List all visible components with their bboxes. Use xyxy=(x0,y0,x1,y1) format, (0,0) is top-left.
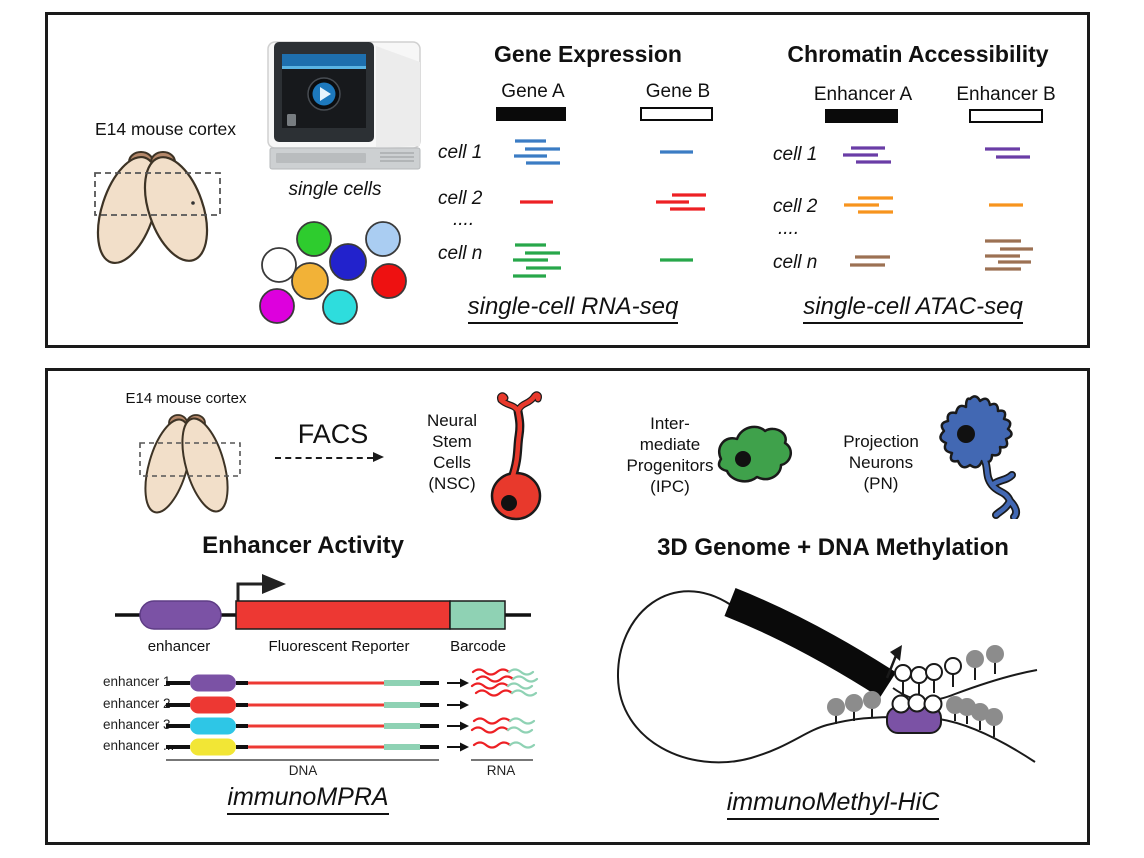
sample-label-top: E14 mouse cortex xyxy=(94,119,237,139)
unmethylated-cpg-on-enhancer xyxy=(891,693,943,714)
rna-seq-method-label: single-cell RNA-seq xyxy=(453,293,693,324)
unmethylated-cpg-icons xyxy=(894,657,962,684)
construct-barcode-label: Barcode xyxy=(450,638,506,655)
mpra-library-diagram xyxy=(166,668,539,761)
atac-rowdots-label: .... xyxy=(778,218,800,239)
mpra-method-label: immunoMPRA xyxy=(203,783,413,815)
rna-row1-label: cell 1 xyxy=(438,142,483,163)
chromatin-title: Chromatin Accessibility xyxy=(787,41,1049,67)
enhancer-a-label: Enhancer A xyxy=(813,84,913,105)
enhancer-a-bar xyxy=(825,109,898,123)
cell1-atac-reads xyxy=(843,146,1030,164)
cell2-reads xyxy=(520,193,706,211)
atac-rown-label: cell n xyxy=(773,252,818,273)
play-icon xyxy=(320,87,331,101)
single-cell-instrument-icon xyxy=(267,41,421,170)
gene-a-bar xyxy=(496,107,566,121)
barcode-box xyxy=(449,600,506,630)
tss-arrow-icon xyxy=(262,574,286,594)
methyl-hic-method-label: immunoMethyl-HiC xyxy=(688,788,978,820)
atac-row2-label: cell 2 xyxy=(773,196,818,217)
facs-arrow xyxy=(275,452,385,464)
reporter-box xyxy=(235,600,451,630)
mpra-row2-label: enhancer 2 xyxy=(103,696,171,711)
dissection-region-box xyxy=(139,442,241,477)
gene-a-label: Gene A xyxy=(501,81,565,102)
enhancer1-pill xyxy=(190,674,236,692)
hemisphere-right xyxy=(143,156,209,262)
enhancer-pill xyxy=(139,600,222,630)
celln-reads xyxy=(513,243,693,278)
reporter-construct-diagram xyxy=(115,574,531,630)
mpra-row1-label: enhancer 1 xyxy=(103,674,171,689)
enhancer-b-label: Enhancer B xyxy=(956,84,1056,105)
dna-label: DNA xyxy=(288,763,318,778)
mpra-row3-label: enhancer 3 xyxy=(103,717,171,732)
nsc-cell-icon xyxy=(490,391,542,521)
facs-label: FACS xyxy=(297,419,369,449)
loop-lower-strand xyxy=(616,590,1036,764)
celln-atac-reads xyxy=(850,239,1033,271)
rna-rown-label: cell n xyxy=(438,243,483,264)
nucleus xyxy=(957,425,975,443)
nucleus xyxy=(735,451,751,467)
brain-illustration-small xyxy=(139,414,241,514)
rna-row2-label: cell 2 xyxy=(438,188,483,209)
rna-waves-teal xyxy=(506,668,539,749)
nucleus xyxy=(501,495,517,511)
construct-enhancer-label: enhancer xyxy=(147,638,211,655)
cell1-reads xyxy=(514,139,693,165)
gene-body-bar xyxy=(724,588,897,698)
sample-label-bottom: E14 mouse cortex xyxy=(125,390,247,407)
chromatin-loop-diagram xyxy=(616,588,1038,764)
rna-waves-red xyxy=(470,668,515,749)
construct-reporter-label: Fluorescent Reporter xyxy=(268,638,410,655)
brain-illustration xyxy=(94,151,221,265)
single-cells-icon xyxy=(259,221,407,325)
dissection-region-box xyxy=(94,172,221,216)
enhancer2-pill xyxy=(190,696,236,714)
atac-row1-label: cell 1 xyxy=(773,144,818,165)
atac-seq-method-label: single-cell ATAC-seq xyxy=(768,293,1058,324)
gene-b-label: Gene B xyxy=(645,81,711,102)
atac-seq-reads xyxy=(843,146,1033,271)
panel-single-cell-assays: E14 mouse cortex xyxy=(45,12,1090,348)
tss-arrow-icon xyxy=(890,645,902,661)
methylated-cpg-icons xyxy=(827,645,1004,726)
methyl-hic-title: 3D Genome + DNA Methylation xyxy=(657,534,1009,561)
ipc-cell-icon xyxy=(717,425,793,483)
rna-seq-reads xyxy=(513,139,706,278)
rna-label: RNA xyxy=(486,763,516,778)
gene-b-bar xyxy=(640,107,713,121)
rna-rowdots-label: .... xyxy=(453,209,475,230)
single-cells-label: single cells xyxy=(288,179,382,200)
pn-neuron-icon xyxy=(939,395,1021,519)
enhancer4-pill xyxy=(190,738,236,756)
ipc-label: Inter-mediate Progenitors(IPC) xyxy=(626,414,714,496)
gene-expression-title: Gene Expression xyxy=(494,41,682,67)
mpra-row4-label: enhancer ... xyxy=(103,738,175,753)
enhancer3-pill xyxy=(190,717,236,735)
cell2-atac-reads xyxy=(844,196,1023,214)
enhancer-b-bar xyxy=(969,109,1043,123)
enhancer-activity-title: Enhancer Activity xyxy=(202,532,404,559)
marker-dot xyxy=(191,201,195,205)
